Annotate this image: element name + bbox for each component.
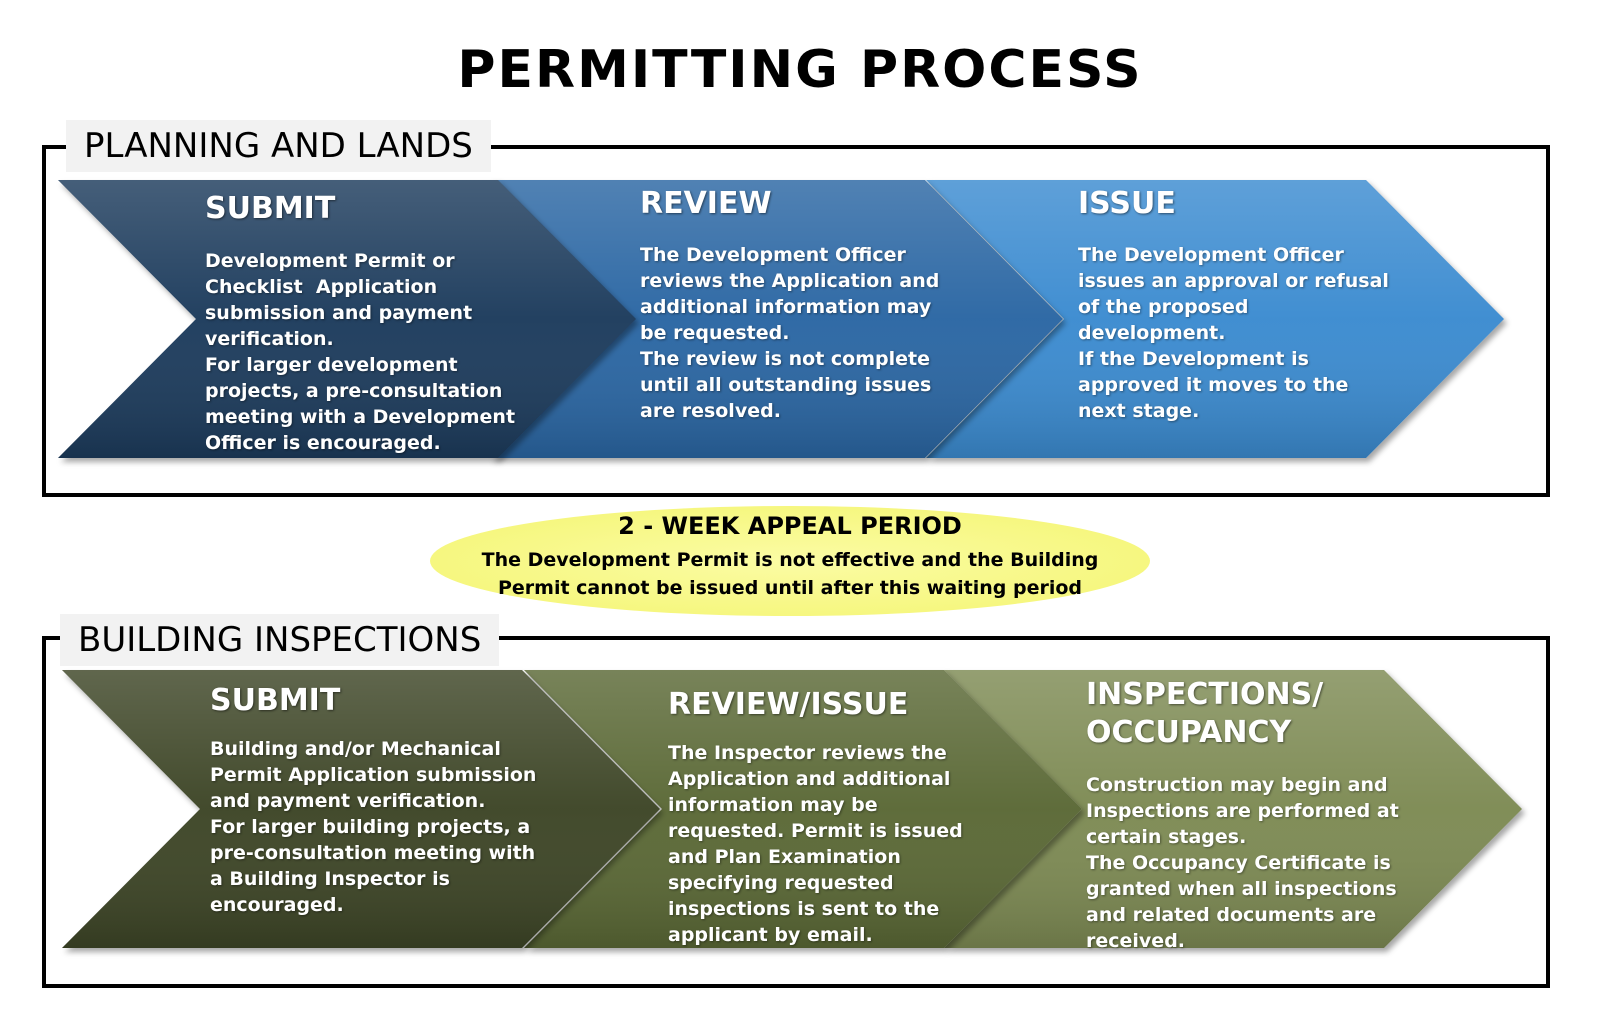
building-step-1-title: SUBMIT	[210, 683, 341, 718]
building-section-label: BUILDING INSPECTIONS	[60, 614, 500, 666]
building-chevron-1-sheen	[62, 670, 660, 948]
planning-chevron-2-sheen	[490, 180, 1063, 458]
planning-section-label: PLANNING AND LANDS	[66, 120, 491, 172]
planning-step-2-body: The Development Officer reviews the Appl…	[640, 244, 940, 422]
planning-step-1-body: Development Permit or Checklist Applicat…	[205, 250, 516, 454]
planning-step-3-title: ISSUE	[1078, 186, 1176, 221]
appeal-period-title: 2 - WEEK APPEAL PERIOD	[618, 512, 962, 540]
building-section-frame	[42, 636, 1550, 988]
appeal-period-ellipse	[430, 506, 1150, 616]
building-chevron-2-sheen	[524, 670, 1082, 948]
planning-step-3-body: The Development Officer issues an approv…	[1078, 244, 1389, 422]
planning-chevron-1-sheen	[58, 180, 636, 458]
building-step-3-body: Construction may begin and Inspections a…	[1086, 774, 1399, 952]
planning-step-1-title: SUBMIT	[205, 191, 336, 226]
building-step-2-title: REVIEW/ISSUE	[668, 687, 909, 722]
planning-step-2-title: REVIEW	[640, 186, 772, 221]
building-step-3-title: INSPECTIONS/ OCCUPANCY	[1086, 677, 1324, 750]
planning-section-frame	[42, 145, 1550, 497]
planning-chevron-3-sheen	[926, 180, 1504, 458]
appeal-period-body: The Development Permit is not effective …	[481, 549, 1099, 599]
building-step-2-body: The Inspector reviews the Application an…	[668, 742, 963, 946]
building-chevron-3-sheen	[944, 670, 1522, 948]
building-step-1-body: Building and/or Mechanical Permit Applic…	[210, 738, 537, 916]
page-title: PERMITTING PROCESS	[457, 40, 1143, 100]
